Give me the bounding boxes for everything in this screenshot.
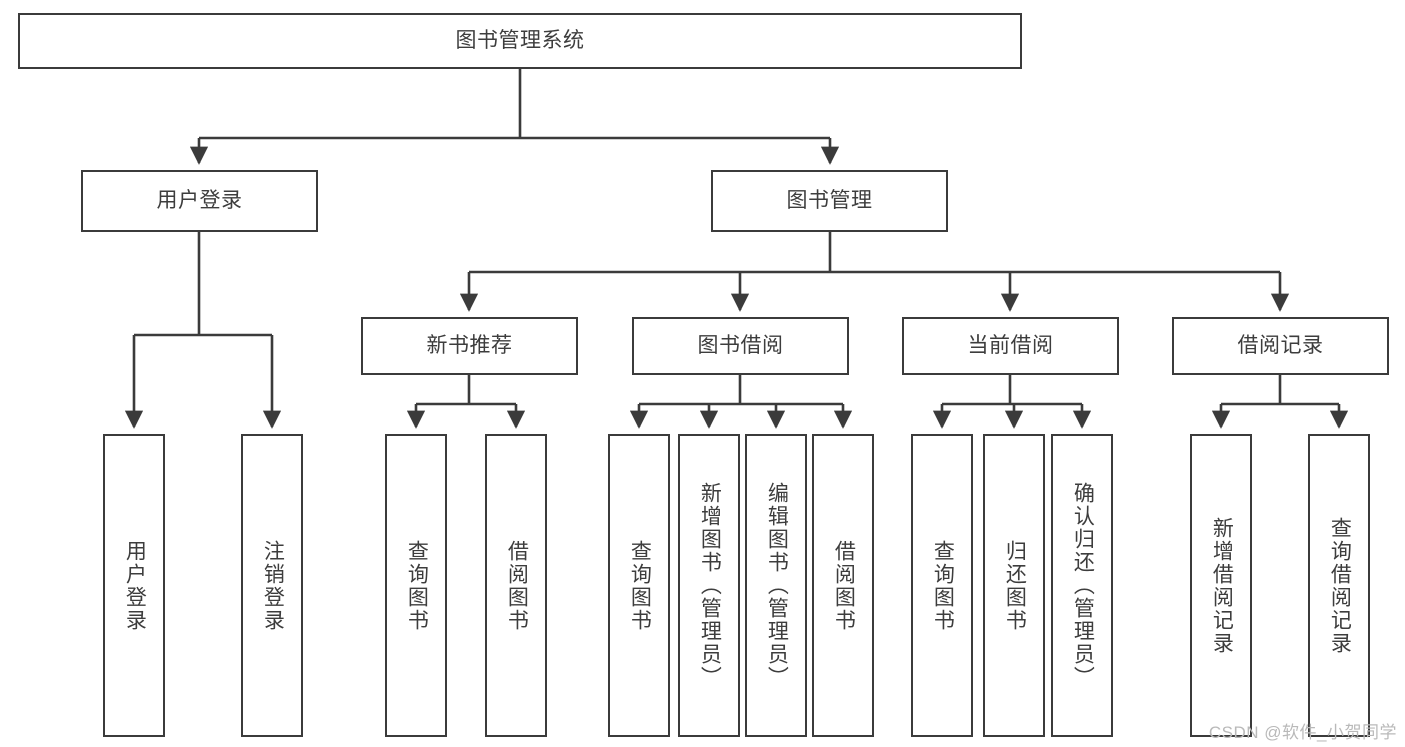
node-label: 新增借阅记录 [1210,516,1234,655]
node-label: 查询图书 [931,539,955,632]
node-leaf-confirm-return-admin[interactable]: 确认归还（管理员） [1051,434,1113,737]
node-leaf-add-book-admin[interactable]: 新增图书（管理员） [678,434,740,737]
node-book-management-system[interactable]: 图书管理系统 [18,13,1022,69]
node-label: 借阅记录 [1237,333,1324,357]
node-label: 查询图书 [628,539,652,632]
node-current-borrowing[interactable]: 当前借阅 [902,317,1119,375]
node-label: 确认归还（管理员） [1071,482,1095,689]
edge-login-to-leaves [124,232,282,429]
node-leaf-query-book-3[interactable]: 查询图书 [911,434,973,737]
node-label: 用户登录 [156,188,243,212]
node-label: 新书推荐 [426,333,513,357]
node-label: 注销登录 [261,539,285,632]
node-leaf-edit-book-admin[interactable]: 编辑图书（管理员） [745,434,807,737]
node-leaf-borrow-book-1[interactable]: 借阅图书 [485,434,547,737]
node-label: 归还图书 [1003,539,1027,632]
node-label: 用户登录 [123,539,147,632]
node-leaf-return-book[interactable]: 归还图书 [983,434,1045,737]
edge-borrowrecord-to-leaves [1211,375,1349,429]
node-label: 图书借阅 [697,333,784,357]
node-label: 编辑图书（管理员） [765,482,789,689]
node-label: 当前借阅 [967,333,1054,357]
node-book-management[interactable]: 图书管理 [711,170,948,232]
edge-bookborrow-to-leaves [629,375,853,429]
edge-currentborrow-to-leaves [932,375,1092,429]
node-label: 借阅图书 [832,539,856,632]
node-label: 图书管理系统 [455,28,585,52]
node-leaf-add-borrow-record[interactable]: 新增借阅记录 [1190,434,1252,737]
node-new-book-recommendation[interactable]: 新书推荐 [361,317,578,375]
node-label: 借阅图书 [505,539,529,632]
node-leaf-user-logout[interactable]: 注销登录 [241,434,303,737]
node-user-login[interactable]: 用户登录 [81,170,318,232]
node-borrowing-record[interactable]: 借阅记录 [1172,317,1389,375]
node-leaf-borrow-book-2[interactable]: 借阅图书 [812,434,874,737]
edge-bookmanage-to-level2 [459,232,1290,312]
node-label: 查询图书 [405,539,429,632]
edge-newbook-to-leaves [406,375,526,429]
node-leaf-query-book-1[interactable]: 查询图书 [385,434,447,737]
node-label: 查询借阅记录 [1328,516,1352,655]
node-leaf-query-book-2[interactable]: 查询图书 [608,434,670,737]
node-leaf-query-borrow-record[interactable]: 查询借阅记录 [1308,434,1370,737]
edge-root-to-level1 [189,69,840,165]
node-leaf-user-login[interactable]: 用户登录 [103,434,165,737]
node-label: 图书管理 [786,188,873,212]
node-label: 新增图书（管理员） [698,482,722,689]
node-book-borrowing[interactable]: 图书借阅 [632,317,849,375]
